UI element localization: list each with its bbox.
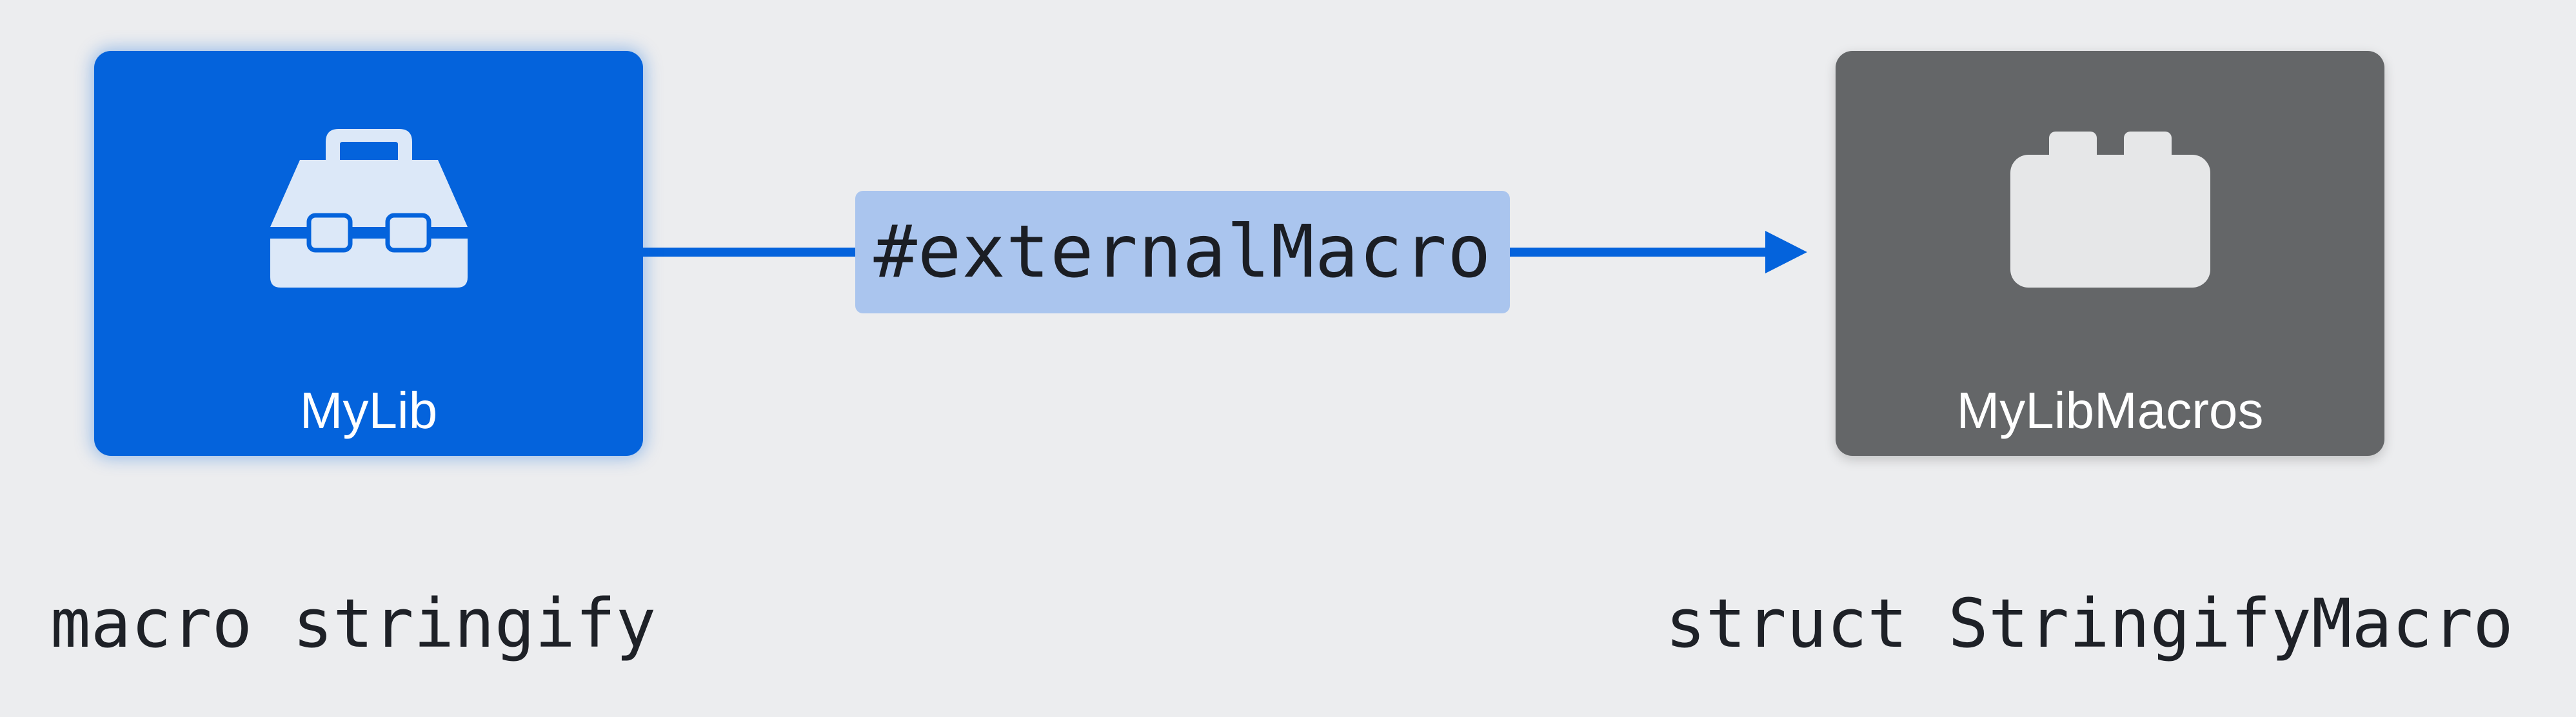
toolbox-icon [269,124,469,291]
mylib-label: MyLib [299,382,438,439]
macro-declaration: macro stringify [50,584,657,663]
arrowhead [1765,231,1807,273]
struct-declaration: struct StringifyMacro [1665,584,2513,663]
mylibmacros-label: MyLibMacros [1956,382,2264,439]
mylib-node: MyLib [94,51,643,456]
mylibmacros-node: MyLibMacros [1836,51,2384,456]
external-macro-label: #externalMacro [855,191,1510,313]
plugin-block-icon [2010,124,2210,291]
